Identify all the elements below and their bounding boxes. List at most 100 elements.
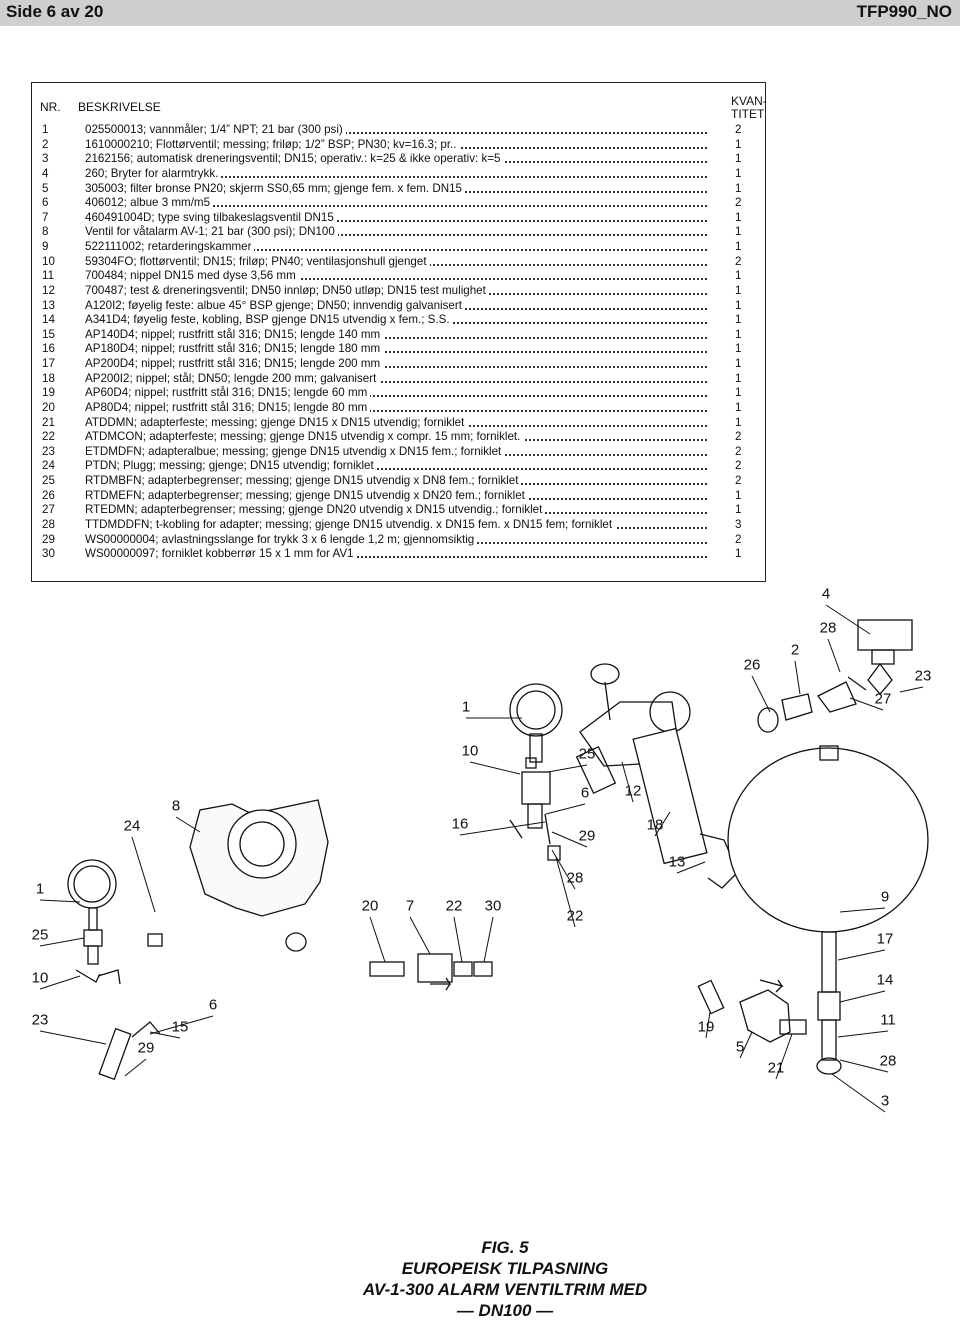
leader-lines <box>39 604 924 1113</box>
row-quantity: 1 <box>735 547 742 561</box>
row-description: 59304FO; flottørventil; DN15; friløp; PN… <box>85 254 707 270</box>
row-description: A341D4; føyelig feste, kobling, BSP gjen… <box>85 312 707 328</box>
part-callout: 30 <box>485 898 502 915</box>
part-callout: 17 <box>877 931 894 948</box>
row-quantity: 2 <box>735 430 742 444</box>
row-number: 13 <box>42 298 55 312</box>
caption-line-4: — DN100 — <box>456 1301 554 1320</box>
table-row: 15 AP140D4; nippel; rustfritt stål 316; D… <box>0 327 960 343</box>
row-description: 460491004D; type sving tilbakeslagsventi… <box>85 210 707 226</box>
check-valve-7 <box>417 953 453 983</box>
part-callout: 10 <box>32 970 49 987</box>
row-quantity: 1 <box>735 210 742 224</box>
pressure-gauge-left <box>67 859 117 909</box>
row-number: 20 <box>42 400 55 414</box>
row-number: 19 <box>42 386 55 400</box>
row-number: 26 <box>42 488 55 502</box>
row-description: AP200D4; nippel; rustfritt stål 316; DN1… <box>85 356 707 372</box>
caption-line-2: EUROPEISK TILPASNING <box>401 1259 609 1278</box>
row-quantity: 1 <box>735 240 742 254</box>
row-description: WS00000004; avlastningsslange for trykk … <box>85 532 707 548</box>
part-callout: 18 <box>647 817 664 834</box>
part-callout: 23 <box>915 668 932 685</box>
part-callout: 11 <box>880 1012 896 1029</box>
row-quantity: 2 <box>735 196 742 210</box>
row-quantity: 1 <box>735 357 742 371</box>
part-callout: 6 <box>581 785 589 802</box>
row-description: 406012; albue 3 mm/m5 <box>85 195 707 211</box>
row-number: 28 <box>42 518 55 531</box>
part-callout: 7 <box>406 898 414 915</box>
row-quantity: 2 <box>735 254 742 268</box>
part-callout: 20 <box>362 898 379 915</box>
pressure-gauge-top <box>509 683 563 737</box>
row-description: AP200I2; nippel; stål; DN50; lengde 200 … <box>85 371 707 387</box>
row-quantity: 1 <box>735 503 742 517</box>
page-number: Side 6 av 20 <box>6 2 104 21</box>
part-callout: 22 <box>567 908 584 925</box>
retarding-chamber <box>727 747 929 933</box>
row-description: 260; Bryter for alarmtrykk. <box>85 166 707 182</box>
part-callout: 28 <box>567 870 584 887</box>
alarm-pressure-switch <box>857 619 913 651</box>
part-callout: 24 <box>124 818 141 835</box>
row-quantity: 1 <box>735 166 742 180</box>
row-quantity: 1 <box>735 283 742 297</box>
row-number: 24 <box>42 459 55 473</box>
row-description: 700484; nippel DN15 med dyse 3,56 mm <box>85 268 707 284</box>
row-quantity: 2 <box>735 474 742 488</box>
row-description: 700487; test & dreneringsventil; DN50 in… <box>85 283 707 299</box>
part-callout: 4 <box>822 586 830 603</box>
part-callout: 5 <box>736 1039 744 1056</box>
part-callout: 2 <box>791 642 799 659</box>
row-description: RTDMBFN; adapterbegrenser; messing; gjen… <box>85 473 707 489</box>
valve-flange <box>227 809 297 879</box>
part-callout: 19 <box>698 1019 715 1036</box>
table-row: 7 460491004D; type sving tilbakeslagsvent… <box>0 210 960 226</box>
part-callout: 22 <box>446 898 463 915</box>
figure-caption: FIG. 5 EUROPEISK TILPASNING AV-1-300 ALA… <box>0 1237 960 1321</box>
row-number: 7 <box>42 210 49 224</box>
part-callout: 25 <box>32 927 49 944</box>
row-quantity: 2 <box>735 123 742 136</box>
row-description: AP140D4; nippel; rustfritt stål 316; DN1… <box>85 327 707 343</box>
part-callout: 23 <box>32 1012 49 1029</box>
column-header-number: NR. <box>40 100 61 114</box>
part-callout: 28 <box>880 1053 897 1070</box>
part-callout: 1 <box>36 881 44 898</box>
row-quantity: 1 <box>735 152 742 166</box>
strainer-5 <box>739 989 791 1043</box>
row-quantity: 1 <box>735 137 742 151</box>
row-number: 6 <box>42 196 49 210</box>
row-quantity: 1 <box>735 327 742 341</box>
row-number: 12 <box>42 283 55 297</box>
row-number: 14 <box>42 313 55 327</box>
row-quantity: 1 <box>735 371 742 385</box>
row-number: 15 <box>42 327 55 341</box>
row-number: 1 <box>42 123 49 136</box>
part-callout: 10 <box>462 743 479 760</box>
column-header-quantity-line1: KVAN- <box>731 94 767 108</box>
